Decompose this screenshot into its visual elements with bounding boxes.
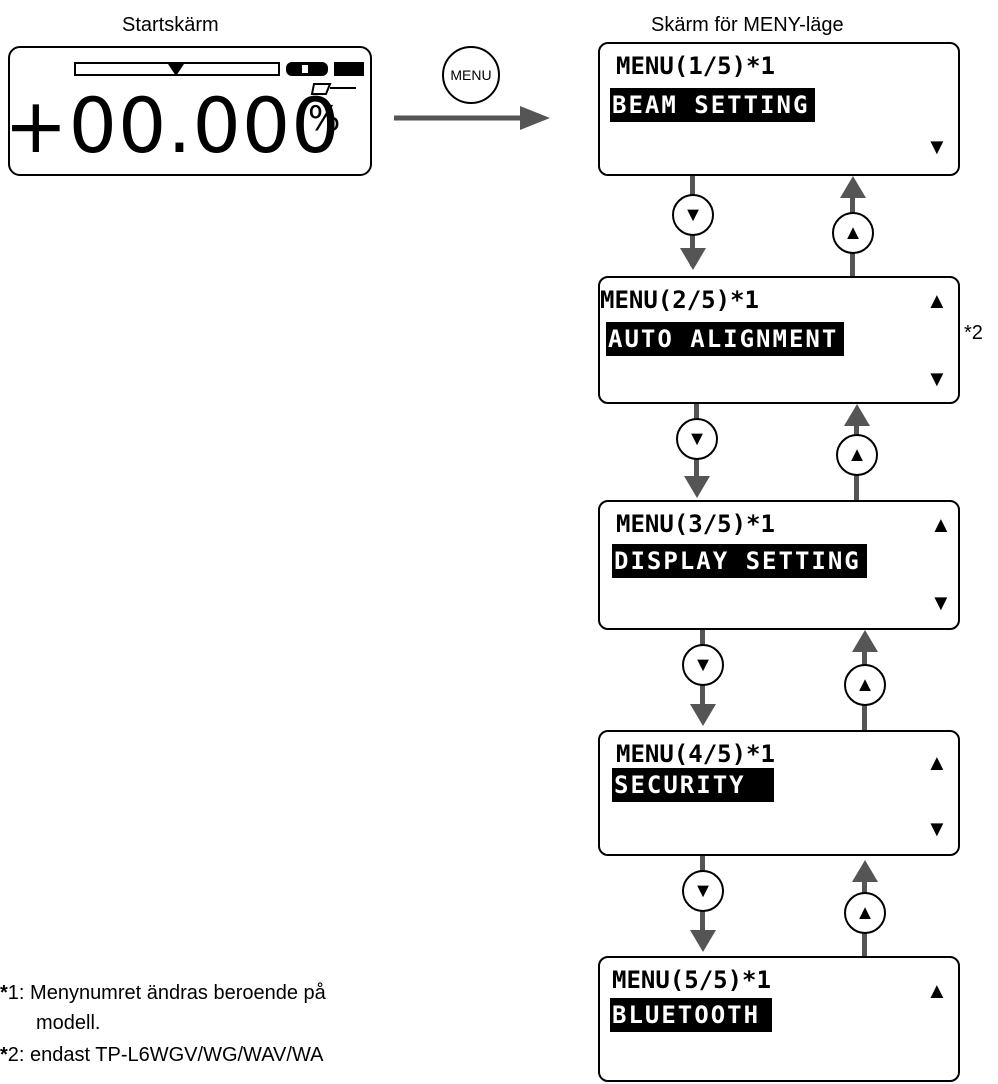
up-nav-button[interactable]: ▲ [832,212,874,254]
menu-title: MENU(2/5)*1 [600,286,759,314]
menu-item-highlight: DISPLAY SETTING [612,544,867,578]
menu-mode-caption: Skärm för MENY-läge [651,14,844,36]
footnote-mark: * [0,982,8,1004]
footnote-2: *2: endast TP-L6WGV/WG/WAV/WA [0,1040,323,1070]
up-arrowhead [844,404,870,426]
down-arrowhead [684,476,710,498]
menu-title: MENU(5/5)*1 [612,966,771,994]
down-indicator-icon: ▼ [930,590,952,615]
menu-screen-5: MENU(5/5)*1 ▲ BLUETOOTH [598,956,960,1082]
battery-icon [334,62,364,76]
up-indicator-icon: ▲ [926,288,948,313]
menu-item-highlight: AUTO ALIGNMENT [606,322,845,356]
down-indicator-icon: ▼ [926,816,948,841]
model-note-mark: *2 [964,322,983,344]
level-bar [74,62,280,76]
down-arrowhead [680,248,706,270]
menu-item-highlight: SECURITY [612,768,774,802]
up-nav-button[interactable]: ▲ [844,664,886,706]
menu-screen-1: MENU(1/5)*1 BEAM SETTING ▼ [598,42,960,176]
up-arrowhead [840,176,866,198]
menu-button[interactable]: MENU [442,46,500,104]
up-indicator-icon: ▲ [926,978,948,1003]
down-nav-button[interactable]: ▼ [672,194,714,236]
to-menu-arrow [394,106,550,130]
menu-title: MENU(1/5)*1 [616,52,775,80]
up-nav-button[interactable]: ▲ [836,434,878,476]
up-arrowhead [852,630,878,652]
down-arrowhead [690,930,716,952]
down-nav-button[interactable]: ▼ [682,870,724,912]
menu-item-highlight: BLUETOOTH [610,998,773,1032]
menu-title: MENU(4/5)*1 [616,740,775,768]
up-indicator-icon: ▲ [926,750,948,775]
menu-title: MENU(3/5)*1 [616,510,775,538]
footnote-mark: * [0,1044,8,1066]
laser-icon [310,83,356,95]
readout-value: +00.000 [4,81,341,170]
menu-item-highlight: BEAM SETTING [610,88,816,122]
start-screen-caption: Startskärm [122,14,219,36]
up-arrowhead [852,860,878,882]
down-indicator-icon: ▼ [926,134,948,159]
up-nav-button[interactable]: ▲ [844,892,886,934]
footnote-1: *1: Menynumret ändras beroende på [0,978,326,1008]
footnote-text: 1: Menynumret ändras beroende på [7,982,326,1004]
readout-unit: % [308,99,341,139]
down-arrowhead [690,704,716,726]
start-screen: +00.000 % [4,46,372,176]
down-nav-button[interactable]: ▼ [676,418,718,460]
menu-screen-3: MENU(3/5)*1 ▲ DISPLAY SETTING ▼ [598,500,960,630]
menu-screen-4: MENU(4/5)*1 ▲ SECURITY ▼ [598,730,960,856]
menu-screen-2: MENU(2/5)*1 ▲ AUTO ALIGNMENT ▼ [598,276,960,404]
down-indicator-icon: ▼ [926,366,948,391]
up-indicator-icon: ▲ [930,512,952,537]
down-nav-button[interactable]: ▼ [682,644,724,686]
footnote-1-cont: modell. [36,1012,101,1034]
footnote-text: 2: endast TP-L6WGV/WG/WAV/WA [7,1044,324,1066]
